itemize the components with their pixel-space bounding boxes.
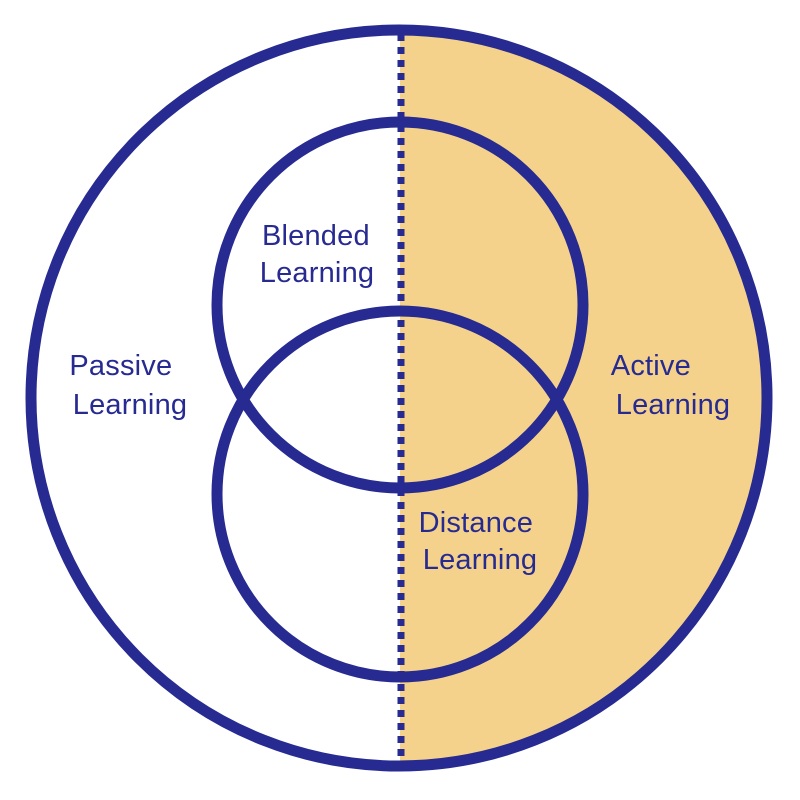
- active-label: Active Learning: [611, 350, 730, 421]
- distance-label-line2: Learning: [423, 544, 537, 576]
- active-half-fill: [400, 30, 767, 766]
- active-label-line1: Active: [611, 350, 691, 382]
- passive-label: Passive Learning: [69, 350, 187, 421]
- outer-circle: [25, 24, 773, 772]
- passive-label-line2: Learning: [73, 389, 187, 421]
- blended-label: Blended Learning: [260, 220, 378, 289]
- blended-label-line1: Blended: [262, 220, 370, 252]
- passive-label-line1: Passive: [69, 350, 172, 382]
- distance-label: Distance Learning: [419, 507, 542, 576]
- active-label-line2: Learning: [616, 389, 730, 421]
- distance-circle: [211, 305, 589, 683]
- blended-circle: [211, 116, 589, 494]
- distance-label-line1: Distance: [419, 507, 533, 539]
- blended-label-line2: Learning: [260, 257, 374, 289]
